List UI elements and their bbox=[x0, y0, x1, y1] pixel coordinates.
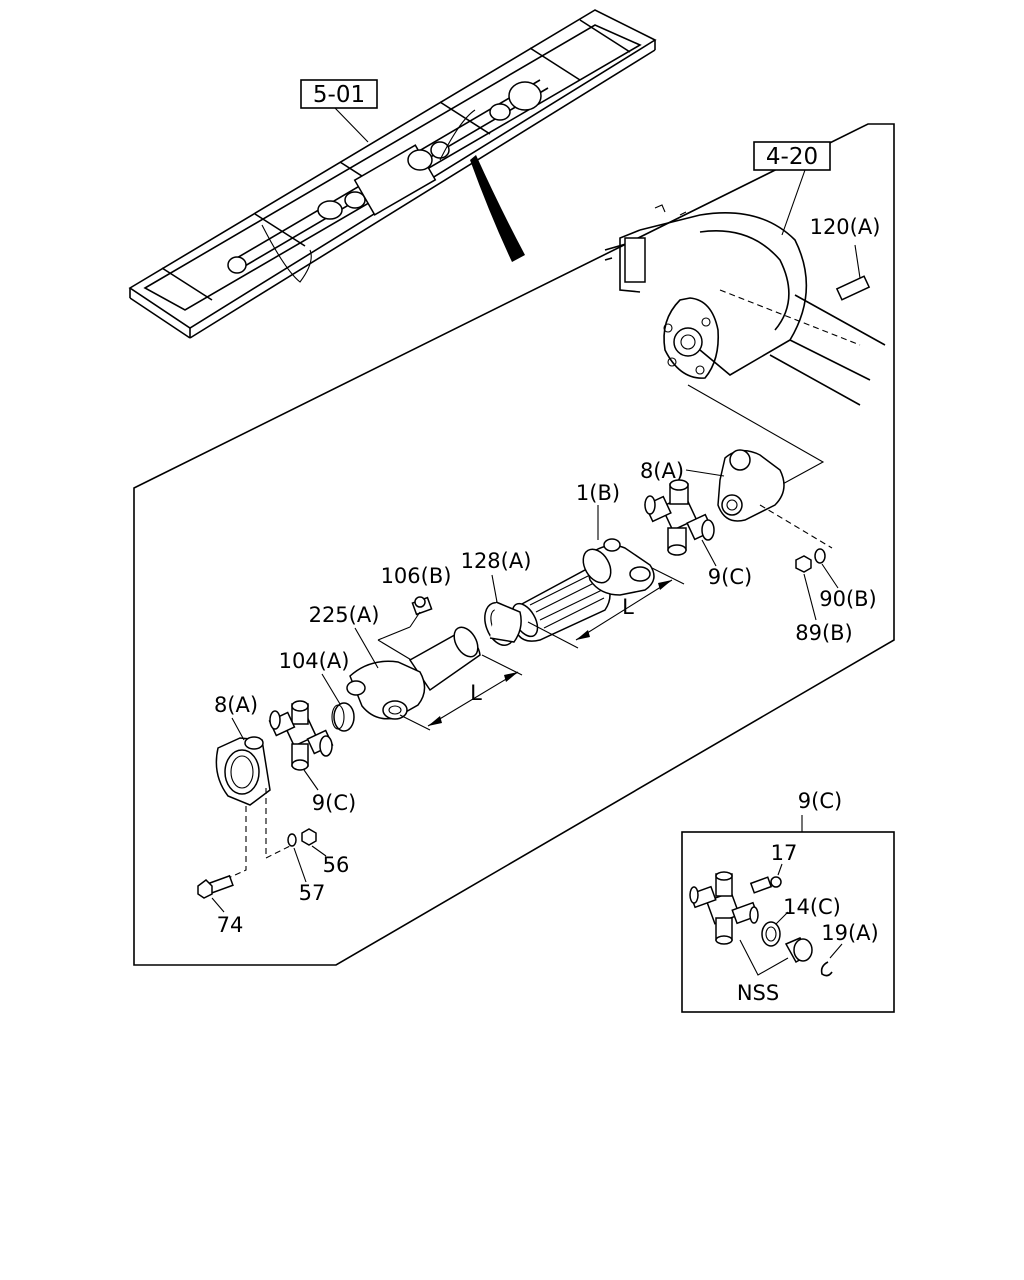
inset-bearing-cup bbox=[784, 937, 813, 964]
frame-ref-label: 5-01 bbox=[313, 82, 365, 108]
bolt-74 bbox=[197, 874, 234, 899]
bolt-line-upper bbox=[759, 504, 833, 549]
inset-snap-ring-19a bbox=[820, 961, 833, 977]
sleeve-yoke-225a bbox=[346, 626, 481, 720]
leader-8a-top bbox=[685, 469, 725, 477]
inset-label-nss: NSS bbox=[737, 981, 779, 1005]
inset-grease-nipple-17 bbox=[749, 876, 782, 894]
label-57: 57 bbox=[299, 881, 326, 905]
bolt-line-lower-right bbox=[265, 788, 291, 859]
axle-reference-box: 4-20 bbox=[753, 141, 831, 171]
label-8a-bottom: 8(A) bbox=[214, 693, 258, 717]
frame-ref-leader bbox=[334, 107, 369, 143]
inset-label-19a: 19(A) bbox=[821, 921, 878, 945]
chassis-frame-illustration bbox=[128, 9, 657, 339]
universal-joint-lower bbox=[268, 700, 334, 771]
nut-56 bbox=[301, 828, 317, 846]
inset-label-14c: 14(C) bbox=[783, 895, 841, 919]
label-8a-top: 8(A) bbox=[640, 459, 684, 483]
plug-104a bbox=[331, 702, 355, 732]
rear-axle-housing: 4-20 bbox=[604, 141, 886, 406]
dim-l-lower-label: L bbox=[470, 681, 482, 705]
label-9c-bottom: 9(C) bbox=[312, 791, 356, 815]
label-225a: 225(A) bbox=[309, 603, 380, 627]
inset-label-17: 17 bbox=[771, 841, 798, 865]
washer-57 bbox=[287, 833, 297, 847]
washer-90b bbox=[814, 548, 826, 564]
flange-yoke-lower bbox=[215, 736, 271, 806]
label-128a: 128(A) bbox=[461, 549, 532, 573]
grease-fitting-106b bbox=[411, 596, 433, 616]
dim-l-upper-label: L bbox=[622, 595, 634, 619]
label-1b: 1(B) bbox=[576, 481, 620, 505]
nut-89b bbox=[795, 555, 812, 573]
label-56: 56 bbox=[323, 853, 350, 877]
label-9c-top: 9(C) bbox=[708, 565, 752, 589]
label-89b: 89(B) bbox=[795, 621, 853, 645]
dimension-l-lower: L bbox=[399, 654, 523, 731]
universal-joint-upper bbox=[644, 479, 715, 556]
detail-boundary bbox=[133, 123, 895, 966]
flange-yoke-upper bbox=[717, 449, 785, 522]
dust-seal-128a bbox=[484, 601, 522, 646]
bolt-line-lower-left bbox=[223, 806, 247, 881]
dimension-l-upper: L bbox=[527, 567, 685, 649]
inset-spider-cross bbox=[689, 871, 759, 945]
inset-seal-14c bbox=[761, 921, 781, 947]
axle-ref-label: 4-20 bbox=[766, 144, 818, 170]
inset-title-9c: 9(C) bbox=[798, 789, 842, 813]
inset-nss-leader bbox=[739, 939, 789, 976]
label-106b: 106(B) bbox=[381, 564, 452, 588]
frame-reference-box: 5-01 bbox=[300, 79, 378, 109]
axle-flange-leader bbox=[687, 384, 825, 493]
label-120a: 120(A) bbox=[810, 215, 881, 239]
label-74: 74 bbox=[217, 913, 244, 937]
label-90b: 90(B) bbox=[819, 587, 877, 611]
label-104a: 104(A) bbox=[279, 649, 350, 673]
